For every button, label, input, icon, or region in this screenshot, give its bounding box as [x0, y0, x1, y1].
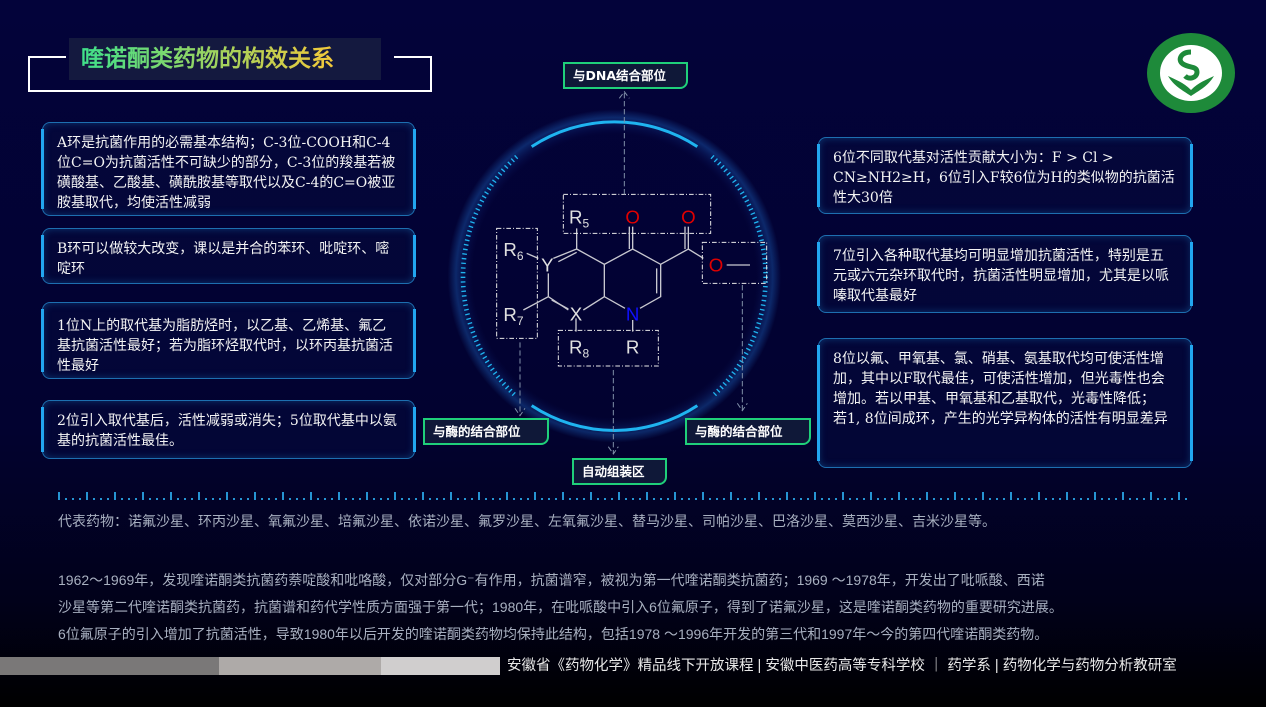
- label-enzyme-binding-right: 与酶的结合部位: [685, 418, 811, 445]
- box-text: 7位引入各种取代基均可明显增加抗菌活性，特别是五元或六元杂环取代时，抗菌活性明显…: [833, 248, 1169, 304]
- ring-dashes-left: [460, 154, 519, 399]
- info-box-a-ring: A环是抗菌作用的必需基本结构；C-3位-COOH和C-4位C=O为抗菌活性不可缺…: [41, 122, 416, 216]
- box-text: 1位N上的取代基为脂肪烃时，以乙基、乙烯基、氟乙基抗菌活性最好；若为脂环烃取代时…: [57, 318, 393, 374]
- info-box-position-6: 6位不同取代基对活性贡献大小为：F > Cl > CN≥NH2≥H，6位引入F较…: [817, 137, 1193, 214]
- quinolone-structure-diagram: O O O N X Y R R5 R6 R7 R8: [447, 90, 781, 455]
- substituent-r5: R5: [569, 206, 589, 230]
- dashed-region-boxes: [496, 193, 768, 367]
- info-box-position-2-5: 2位引入取代基后，活性减弱或消失；5位取代基中以氨基的抗菌活性最佳。: [41, 400, 416, 459]
- ring-dashes-right: [710, 154, 768, 399]
- history-paragraph: 1962～1969年，发现喹诺酮类抗菌药萘啶酸和吡咯酸，仅对部分G⁻有作用，抗菌…: [58, 567, 1218, 648]
- substituent-r8: R8: [569, 336, 589, 360]
- label-dna-binding-site: 与DNA结合部位: [563, 62, 688, 89]
- substituent-r7: R7: [503, 304, 523, 328]
- atom-nitrogen: N: [626, 304, 639, 325]
- footer-text: 安徽省《药物化学》精品线下开放课程 | 安徽中医药高等专科学校 ｜ 药学系 | …: [507, 658, 1177, 674]
- box-text: 2位引入取代基后，活性减弱或消失；5位取代基中以氨基的抗菌活性最佳。: [57, 413, 397, 449]
- info-box-position-7: 7位引入各种取代基均可明显增加抗菌活性，特别是五元或六元杂环取代时，抗菌活性明显…: [817, 235, 1193, 313]
- box-text: 6位不同取代基对活性贡献大小为：F > Cl > CN≥NH2≥H，6位引入F较…: [833, 150, 1175, 206]
- atom-x: X: [570, 304, 583, 325]
- atom-y: Y: [541, 255, 554, 276]
- title-frame: [28, 56, 432, 92]
- label-enzyme-binding-left: 与酶的结合部位: [423, 418, 549, 445]
- arrows: [514, 90, 748, 455]
- box-text: B环可以做较大改变，课以是并合的苯环、吡啶环、嘧啶环: [57, 241, 390, 277]
- substituent-r6: R6: [503, 239, 523, 263]
- atom-oxygen-ketone: O: [625, 206, 640, 227]
- label-self-assembly-zone: 自动组装区: [572, 458, 667, 485]
- ring-arc-top: [530, 120, 699, 148]
- tick-divider: [58, 492, 1192, 500]
- substituent-r: R: [626, 336, 639, 357]
- representative-drugs: 代表药物：诺氟沙星、环丙沙星、氧氟沙星、培氟沙星、依诺沙星、氟罗沙星、左氧氟沙星…: [58, 513, 996, 529]
- college-logo: [1146, 32, 1236, 114]
- box-text: A环是抗菌作用的必需基本结构；C-3位-COOH和C-4位C=O为抗菌活性不可缺…: [57, 135, 396, 211]
- box-text: 8位以氟、甲氧基、氯、硝基、氨基取代均可使活性增加，其中以F取代最佳，可使活性增…: [833, 351, 1168, 427]
- page-title: 喹诺酮类药物的构效关系: [69, 38, 381, 80]
- info-box-b-ring: B环可以做较大改变，课以是并合的苯环、吡啶环、嘧啶环: [41, 228, 416, 284]
- glow-ring: [447, 109, 781, 443]
- info-box-position-1: 1位N上的取代基为脂肪烃时，以乙基、乙烯基、氟乙基抗菌活性最好；若为脂环烃取代时…: [41, 302, 416, 379]
- history-line: 6位氟原子的引入增加了抗菌活性，导致1980年以后开发的喹诺酮类药物均保持此结构…: [58, 626, 1049, 642]
- bonds: [523, 226, 750, 332]
- history-line: 1962～1969年，发现喹诺酮类抗菌药萘啶酸和吡咯酸，仅对部分G⁻有作用，抗菌…: [58, 572, 1045, 588]
- history-line: 沙星等第二代喹诺酮类抗菌药，抗菌谱和药代学性质方面强于第一代；1980年，在吡哌…: [58, 599, 1063, 615]
- atom-oxygen-ester: O: [709, 255, 724, 276]
- ring-arc-bottom: [530, 404, 699, 432]
- info-box-position-8: 8位以氟、甲氧基、氯、硝基、氨基取代均可使活性增加，其中以F取代最佳，可使活性增…: [817, 338, 1193, 468]
- footer-bar: [0, 657, 1266, 675]
- atom-oxygen-carbonyl: O: [681, 206, 696, 227]
